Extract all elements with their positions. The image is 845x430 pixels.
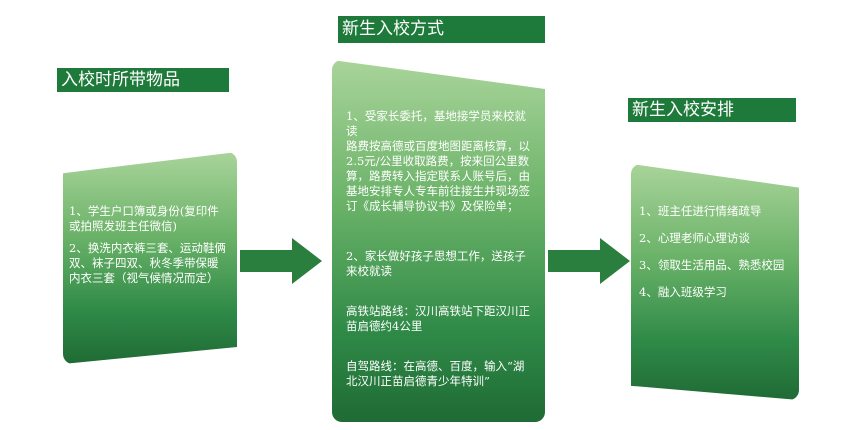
- card-arrival-method: 1、受家长委托，基地接学员来校就读 路费按高德或百度地图距离核算，以2.5元/公…: [332, 60, 545, 422]
- card-arrival-arrangement: 1、班主任进行情绪疏导 2、心理老师心理访谈 3、领取生活用品、熟悉校园 4、融…: [631, 164, 799, 400]
- arrow-right-icon: [240, 238, 322, 284]
- arrow-right-icon: [548, 238, 630, 284]
- method-train-route: 高铁站路线：汉川高铁站下距汉川正苗启德约4公里: [346, 304, 530, 333]
- arrangement-3: 3、领取生活用品、熟悉校园: [639, 258, 785, 272]
- title-arrival-method: 新生入校方式: [338, 16, 545, 43]
- title-carry-items: 入校时所带物品: [57, 68, 229, 92]
- method-2: 2、家长做好孩子思想工作，送孩子来校就读: [346, 249, 526, 278]
- arrangement-4: 4、融入班级学习: [639, 285, 727, 299]
- card-carry-items: 1、学生户口簿或身份(复印件或拍照发班主任微信) 2、换洗内衣裤三套、运动鞋俩双…: [63, 152, 237, 364]
- method-drive-route: 自驾路线：在高德、百度，输入“湖北汉川正苗启德青少年特训”: [346, 359, 525, 388]
- carry-item-1: 1、学生户口簿或身份(复印件或拍照发班主任微信): [69, 204, 219, 233]
- arrangement-1: 1、班主任进行情绪疏导: [639, 204, 762, 218]
- title-arrival-arrangement: 新生入校安排: [628, 98, 796, 122]
- method-1: 1、受家长委托，基地接学员来校就读 路费按高德或百度地图距离核算，以2.5元/公…: [346, 109, 530, 213]
- arrangement-2: 2、心理老师心理访谈: [639, 231, 750, 245]
- carry-item-2: 2、换洗内衣裤三套、运动鞋俩双、袜子四双、秋冬季带保暖内衣三套（视气候情况而定）: [69, 241, 226, 285]
